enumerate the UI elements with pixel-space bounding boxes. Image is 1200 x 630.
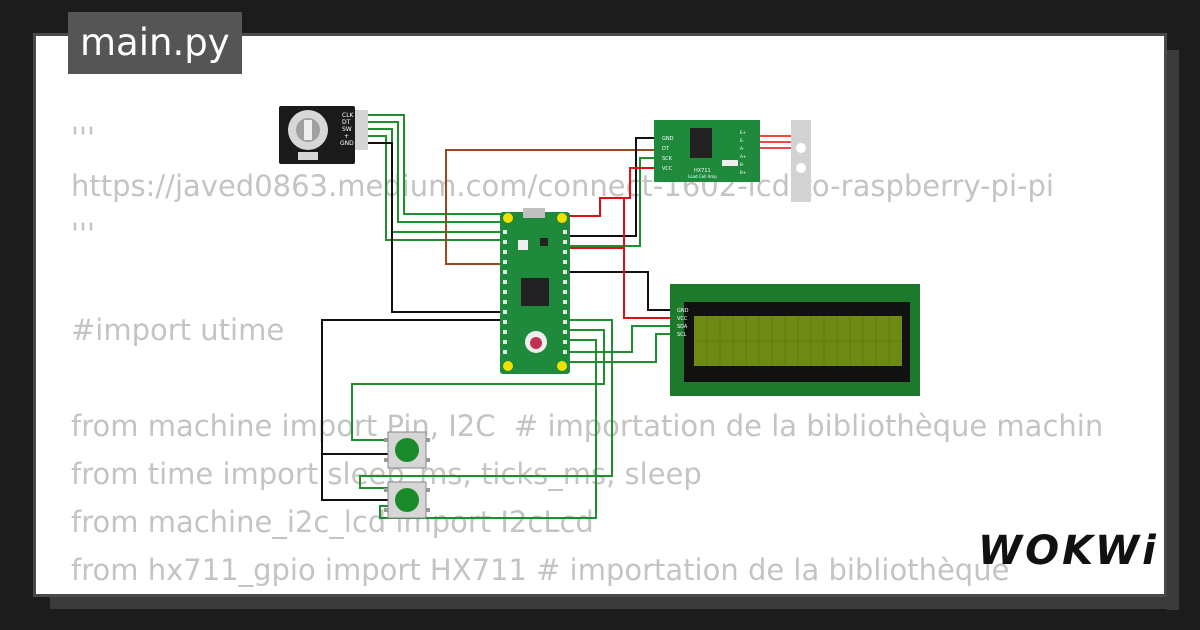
hx711-pin-dt: DT bbox=[662, 146, 670, 152]
push-button-2[interactable] bbox=[384, 481, 430, 519]
wire-hx711-vcc bbox=[566, 167, 658, 217]
encoder-pin-clk: CLK bbox=[342, 112, 355, 119]
hx711-pin-e-minus: E- bbox=[740, 138, 745, 143]
code-line: ''' bbox=[71, 121, 95, 155]
wire-button1 bbox=[321, 319, 508, 455]
wire-hx711-sck bbox=[566, 157, 658, 247]
encoder-pin-dt: DT bbox=[342, 119, 351, 126]
wire-lcd-vcc bbox=[623, 248, 676, 319]
wire-encoder-vcc bbox=[368, 135, 508, 241]
rotary-encoder[interactable]: CLK DT SW + GND bbox=[279, 106, 368, 164]
push-button-1[interactable] bbox=[384, 431, 430, 469]
lcd-pin-gnd: GND bbox=[677, 308, 689, 314]
wokwi-logo: WOKWi bbox=[978, 528, 1159, 574]
file-tab[interactable]: main.py bbox=[68, 12, 242, 74]
lcd-pin-sda: SDA bbox=[677, 324, 688, 330]
hx711-pin-b-plus: B+ bbox=[740, 170, 746, 175]
raspberry-pi-pico[interactable] bbox=[500, 208, 570, 374]
wire-button2-sig2 bbox=[379, 339, 597, 519]
wire-hx711-vcc-2 bbox=[566, 197, 630, 249]
wire-button2 bbox=[321, 454, 392, 501]
code-line: from hx711_gpio import HX711 # importati… bbox=[71, 553, 1010, 587]
code-view: ''' https://javed0863.medium.com/connect-… bbox=[71, 114, 1135, 594]
code-line: https://javed0863.medium.com/connect-160… bbox=[71, 169, 1054, 203]
wire-lcd-gnd bbox=[566, 271, 676, 311]
wire-encoder-gnd bbox=[368, 142, 508, 313]
lcd-1602-display[interactable]: GND VCC SDA SCL bbox=[670, 284, 920, 396]
wire-encoder-sw bbox=[368, 128, 508, 233]
hx711-pin-vcc: VCC bbox=[662, 166, 673, 172]
hx711-pin-a-minus: A- bbox=[740, 146, 745, 151]
wire-encoder-dt bbox=[368, 121, 508, 223]
encoder-pin-vcc: + bbox=[344, 133, 349, 140]
lcd-pin-scl: SCL bbox=[677, 332, 687, 338]
code-line: #import utime bbox=[71, 313, 285, 347]
wires bbox=[321, 114, 676, 519]
wire-hx711-gnd bbox=[566, 137, 658, 237]
encoder-pin-gnd: GND bbox=[340, 140, 354, 147]
encoder-pin-sw: SW bbox=[342, 126, 352, 133]
lcd-pin-vcc: VCC bbox=[677, 316, 688, 322]
wire-button2-sig bbox=[359, 319, 613, 489]
wire-lcd-sda bbox=[566, 325, 676, 353]
panel-shadow-bottom bbox=[50, 597, 1179, 609]
hx711-pin-e-plus: E+ bbox=[740, 130, 746, 135]
wire-hx711-dt bbox=[445, 149, 658, 265]
code-panel: ''' https://javed0863.medium.com/connect-… bbox=[33, 33, 1167, 597]
panel-shadow-right bbox=[1167, 50, 1179, 610]
wire-encoder-clk bbox=[368, 114, 508, 215]
code-line: ''' bbox=[71, 217, 95, 251]
hx711-title: HX711 bbox=[694, 168, 711, 174]
hx711-pin-a-plus: A+ bbox=[740, 154, 746, 159]
wire-button1-sig bbox=[351, 329, 605, 441]
hx711-pin-b-minus: B- bbox=[740, 162, 745, 167]
hx711-pin-gnd: GND bbox=[662, 136, 674, 142]
hx711-subtitle: Load Cell Amp bbox=[688, 174, 717, 179]
code-line: from machine import Pin, I2C # importati… bbox=[71, 409, 1104, 443]
wire-lcd-scl bbox=[566, 333, 676, 363]
load-cell[interactable] bbox=[760, 120, 811, 202]
hx711-pin-sck: SCK bbox=[662, 156, 673, 162]
hx711-module[interactable]: GND DT SCK VCC HX711 Load Cell Amp E+ E-… bbox=[654, 120, 760, 182]
